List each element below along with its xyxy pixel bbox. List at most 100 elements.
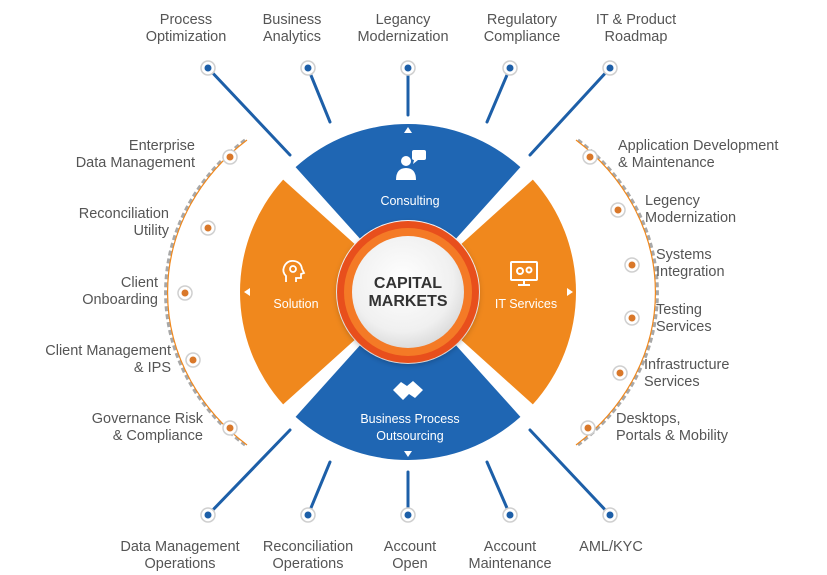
item-label-line2: & Maintenance [618, 155, 715, 171]
item-label-line1: Application Development [618, 138, 779, 154]
connector-dot-right-core [586, 153, 594, 161]
segment-solution-label: Solution [273, 297, 318, 311]
center-title-line2: MARKETS [368, 293, 447, 310]
connector-dot-right-core [628, 261, 636, 269]
item-process-optimization[interactable]: Process Optimization [146, 12, 227, 46]
item-label-line1: Systems [656, 247, 712, 263]
item-governance-risk-compliance[interactable]: Governance Risk & Compliance [92, 411, 203, 445]
item-client-management-ips[interactable]: Client Management & IPS [45, 343, 171, 377]
item-systems-integration[interactable]: Systems Integration [656, 247, 725, 281]
item-reconciliation-operations[interactable]: Reconciliation Operations [263, 539, 353, 573]
item-infrastructure-services[interactable]: Infrastructure Services [644, 357, 729, 391]
connector-dot-bottom-core [506, 511, 514, 519]
right-arc-inner [575, 139, 657, 446]
item-label-line2: Integration [656, 264, 725, 280]
connector-line-bottom [206, 428, 292, 517]
item-label-line2: Portals & Mobility [616, 428, 729, 444]
consultant-icon [396, 150, 426, 180]
item-label-line2: Data Management [75, 155, 195, 171]
item-label-line1: Legancy [375, 12, 431, 28]
item-client-onboarding[interactable]: Client Onboarding [82, 275, 158, 309]
item-legency-modernization[interactable]: Legency Modernization [645, 193, 736, 227]
item-label-line1: Account [383, 539, 437, 555]
handshake-icon [393, 381, 423, 400]
item-legancy-modernization[interactable]: Legancy Modernization [357, 12, 448, 46]
item-label-line2: Open [392, 556, 428, 572]
connector-dot-top-core [506, 64, 514, 72]
idea-head-icon [282, 259, 306, 282]
center-title-line1: CAPITAL [374, 275, 442, 292]
right-arrow-icon [567, 288, 573, 296]
item-label-line1: Business [262, 12, 322, 28]
item-label-line1: Data Management [120, 539, 240, 555]
connector-dot-left-core [204, 224, 212, 232]
segment-bpo-label-line1: Business Process [360, 412, 459, 426]
item-label-line1: Process [159, 12, 213, 28]
right-arc [577, 138, 659, 447]
connector-dot-left-core [181, 289, 189, 297]
connector-line-bottom [485, 460, 512, 517]
item-label-line1: Testing [656, 302, 702, 318]
item-label-line2: Roadmap [604, 29, 668, 45]
item-label-line2: Operations [272, 556, 344, 572]
item-testing-services[interactable]: Testing Services [656, 302, 712, 336]
segment-it-services[interactable] [461, 179, 576, 405]
item-label-line2: Utility [133, 223, 169, 239]
item-data-management-operations[interactable]: Data Management Operations [120, 539, 239, 573]
connector-line-bottom [528, 428, 612, 517]
connector-dot-top-core [404, 64, 412, 72]
item-aml-kyc[interactable]: AML/KYC [579, 539, 643, 556]
segment-solution[interactable] [240, 179, 355, 405]
item-label-line2: Optimization [145, 29, 227, 45]
item-label-line2: Operations [144, 556, 216, 572]
item-label-line1: Reconciliation [78, 206, 169, 222]
item-label-line2: & IPS [133, 360, 171, 376]
item-label-line2: Services [644, 374, 700, 390]
item-label-line1: Legency [645, 193, 700, 209]
item-label-line1: AML/KYC [579, 539, 643, 555]
connector-line-top [206, 66, 292, 157]
center-disc [352, 236, 464, 348]
connector-dot-right-core [628, 314, 636, 322]
item-label-line2: Analytics [262, 29, 322, 45]
item-label-line2: Onboarding [82, 292, 158, 308]
item-reconciliation-utility[interactable]: Reconciliation Utility [79, 206, 169, 240]
connector-dot-top-core [304, 64, 312, 72]
connector-line-top [485, 66, 512, 124]
item-enterprise-data-management[interactable]: Enterprise Data Management [76, 138, 195, 172]
item-label-line2: Maintenance [468, 556, 552, 572]
item-label-line1: Reconciliation [262, 539, 354, 555]
segment-consulting[interactable] [295, 124, 521, 239]
item-business-analytics[interactable]: Business Analytics [263, 12, 322, 46]
connector-dot-bottom-core [404, 511, 412, 519]
connector-dot-bottom-core [204, 511, 212, 519]
item-label-line1: Regulatory [486, 12, 558, 28]
connector-dot-right-core [614, 206, 622, 214]
item-account-open[interactable]: Account Open [384, 539, 436, 573]
item-label-line2: Compliance [483, 29, 561, 45]
item-label-line2: Services [656, 319, 712, 335]
item-label-line1: Client [120, 275, 158, 291]
segment-consulting-label: Consulting [380, 194, 439, 208]
segment-bpo-label-line2: Outsourcing [376, 429, 443, 443]
item-application-development-maintenance[interactable]: Application Development & Maintenance [618, 138, 778, 172]
item-desktops-portals-mobility[interactable]: Desktops, Portals & Mobility [616, 411, 728, 445]
item-label-line2: Modernization [645, 210, 737, 226]
up-arrow-icon [404, 127, 412, 133]
segment-it-services-label: IT Services [495, 297, 557, 311]
item-label-line2: Modernization [357, 29, 449, 45]
segment-business-process-outsourcing[interactable] [295, 345, 521, 460]
item-account-maintenance[interactable]: Account Maintenance [468, 539, 551, 573]
connector-line-bottom [306, 460, 332, 517]
item-regulatory-compliance[interactable]: Regulatory Compliance [484, 12, 561, 46]
item-label-line1: Client Management [45, 343, 171, 359]
connector-dot-right-core [584, 424, 592, 432]
item-label-line1: Desktops, [616, 411, 681, 427]
connector-dot-left-core [226, 424, 234, 432]
item-it-product-roadmap[interactable]: IT & Product Roadmap [596, 12, 676, 46]
down-arrow-icon [404, 451, 412, 457]
item-label-line1: Governance Risk [91, 411, 203, 427]
item-label-line1: Infrastructure [644, 357, 730, 373]
item-label-line1: IT & Product [595, 12, 677, 28]
